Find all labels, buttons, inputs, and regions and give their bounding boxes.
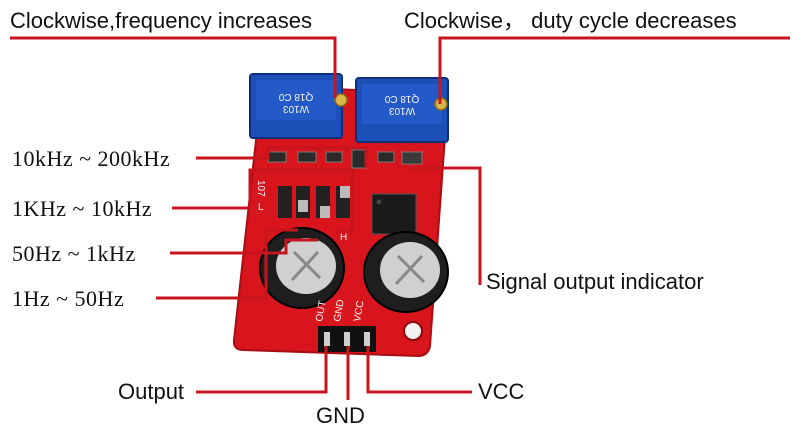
label-range-1k-10k: 1KHz ~ 10kHz bbox=[12, 196, 153, 221]
pot1-adjust-screw bbox=[334, 93, 348, 107]
duty-potentiometer: Q18 C0 W103 bbox=[355, 77, 449, 143]
label-range-10k-200k: 10kHz ~ 200kHz bbox=[12, 146, 171, 171]
leader-output bbox=[196, 346, 328, 394]
pot2-code: Q18 C0 bbox=[384, 93, 419, 104]
leader-50-1k bbox=[170, 238, 318, 255]
pin-label-vcc: VCC bbox=[352, 300, 367, 323]
pin-label-out: OUT bbox=[314, 300, 328, 323]
frequency-potentiometer: Q18 C0 W103 bbox=[249, 73, 348, 139]
leader-signal bbox=[410, 166, 482, 285]
capacitor-left bbox=[259, 227, 345, 309]
pot1-marking: W103 bbox=[283, 103, 310, 114]
label-range-50-1k: 50Hz ~ 1kHz bbox=[12, 241, 136, 266]
leader-1-50 bbox=[156, 228, 298, 300]
leader-duty bbox=[438, 36, 790, 104]
silk-107: 107 bbox=[255, 180, 266, 197]
label-duty-pot: Clockwise， duty cycle decreases bbox=[404, 8, 737, 33]
label-gnd: GND bbox=[316, 403, 365, 428]
ic-chip bbox=[371, 193, 417, 235]
range-jumpers bbox=[278, 186, 350, 218]
leader-vcc bbox=[366, 346, 472, 394]
silk-l: L bbox=[258, 202, 264, 213]
label-signal-indicator: Signal output indicator bbox=[486, 269, 704, 294]
label-range-1-50: 1Hz ~ 50Hz bbox=[12, 286, 125, 311]
leader-10k-200k bbox=[196, 146, 368, 168]
header-pins bbox=[318, 326, 376, 352]
mounting-hole bbox=[403, 321, 423, 341]
label-output: Output bbox=[118, 379, 185, 404]
leader-1k-10k bbox=[172, 168, 354, 234]
pot1-code: Q18 C0 bbox=[278, 91, 313, 102]
label-vcc: VCC bbox=[478, 379, 525, 404]
capacitor-right bbox=[363, 231, 449, 313]
smd-components bbox=[267, 149, 423, 169]
pin-label-gnd: GND bbox=[332, 299, 347, 323]
label-freq-pot: Clockwise,frequency increases bbox=[10, 8, 313, 33]
silk-h: H bbox=[340, 232, 347, 243]
pot2-marking: W103 bbox=[389, 105, 416, 116]
leader-freq bbox=[10, 36, 337, 98]
